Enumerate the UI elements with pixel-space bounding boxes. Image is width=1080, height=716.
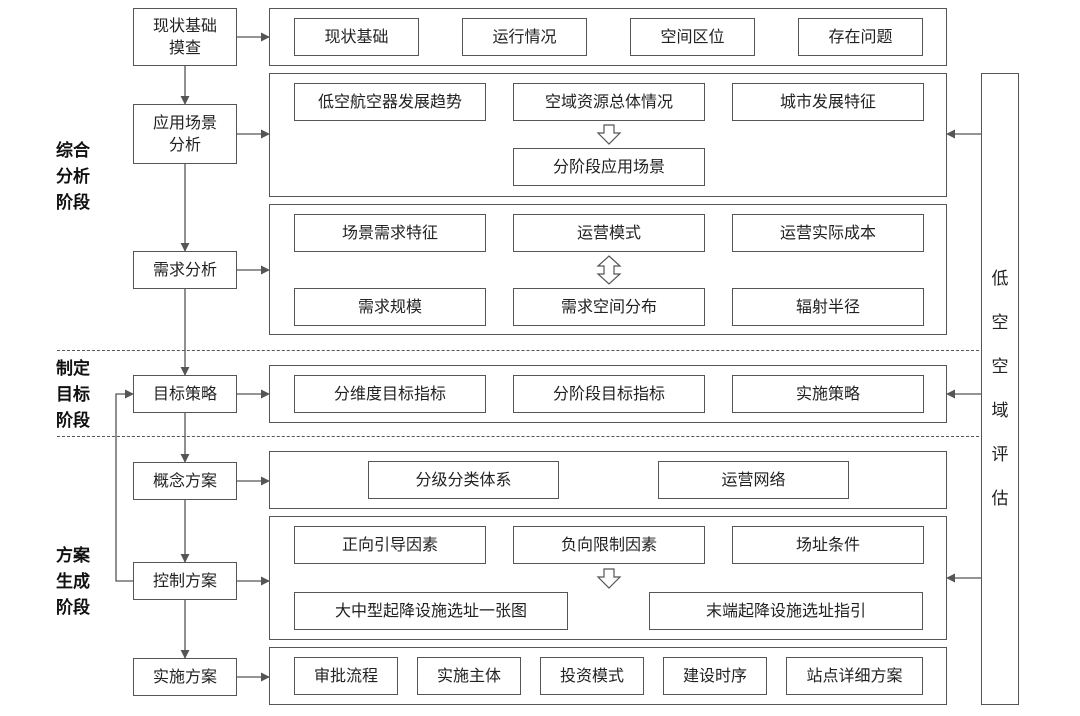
evaluation-char: 空 bbox=[991, 313, 1009, 333]
step-implementation-plan: 实施方案 bbox=[133, 658, 237, 696]
stage-divider-2 bbox=[57, 436, 1019, 437]
scenario-output: 分阶段应用场景 bbox=[513, 148, 705, 186]
airspace-evaluation-column: 低 空 空 域 评 估 bbox=[981, 73, 1019, 705]
implementation-item: 建设时序 bbox=[663, 657, 767, 695]
implementation-item: 投资模式 bbox=[540, 657, 644, 695]
demand-factor: 运营实际成本 bbox=[732, 214, 924, 252]
control-factor: 正向引导因素 bbox=[294, 526, 486, 564]
demand-result: 需求规模 bbox=[294, 288, 486, 326]
implementation-item: 站点详细方案 bbox=[786, 657, 923, 695]
status-item: 存在问题 bbox=[798, 18, 923, 56]
step-concept-plan: 概念方案 bbox=[133, 462, 237, 500]
goal-item: 实施策略 bbox=[732, 375, 924, 413]
control-output: 大中型起降设施选址一张图 bbox=[294, 592, 568, 630]
feedback-arrow bbox=[115, 389, 134, 582]
control-factor: 场址条件 bbox=[732, 526, 924, 564]
stage-label-analysis: 综合 分析 阶段 bbox=[56, 141, 90, 213]
step-scenario-analysis: 应用场景 分析 bbox=[133, 104, 237, 164]
goal-item: 分阶段目标指标 bbox=[513, 375, 705, 413]
stage-divider-1 bbox=[57, 350, 1019, 351]
step-control-plan: 控制方案 bbox=[133, 562, 237, 600]
concept-item: 运营网络 bbox=[658, 461, 849, 499]
demand-result: 辐射半径 bbox=[732, 288, 924, 326]
demand-factor: 场景需求特征 bbox=[294, 214, 486, 252]
status-item: 现状基础 bbox=[294, 18, 419, 56]
evaluation-char: 域 bbox=[991, 401, 1009, 421]
implementation-item: 实施主体 bbox=[417, 657, 521, 695]
goal-item: 分维度目标指标 bbox=[294, 375, 486, 413]
evaluation-char: 评 bbox=[991, 445, 1009, 465]
evaluation-char: 低 bbox=[991, 269, 1009, 289]
stage-label-goal: 制定 目标 阶段 bbox=[56, 359, 90, 431]
control-output: 末端起降设施选址指引 bbox=[649, 592, 923, 630]
demand-factor: 运营模式 bbox=[513, 214, 705, 252]
evaluation-char: 空 bbox=[991, 357, 1009, 377]
scenario-input: 空域资源总体情况 bbox=[513, 83, 705, 121]
step-status-survey: 现状基础 摸查 bbox=[133, 8, 237, 66]
status-item: 空间区位 bbox=[630, 18, 755, 56]
step-demand-analysis: 需求分析 bbox=[133, 251, 237, 289]
evaluation-char: 估 bbox=[991, 489, 1009, 509]
implementation-item: 审批流程 bbox=[294, 657, 398, 695]
concept-item: 分级分类体系 bbox=[368, 461, 559, 499]
status-item: 运行情况 bbox=[462, 18, 587, 56]
step-goal-strategy: 目标策略 bbox=[133, 375, 237, 413]
stage-label-plan: 方案 生成 阶段 bbox=[56, 546, 90, 618]
scenario-input: 城市发展特征 bbox=[732, 83, 924, 121]
scenario-input: 低空航空器发展趋势 bbox=[294, 83, 486, 121]
demand-result: 需求空间分布 bbox=[513, 288, 705, 326]
control-factor: 负向限制因素 bbox=[513, 526, 705, 564]
